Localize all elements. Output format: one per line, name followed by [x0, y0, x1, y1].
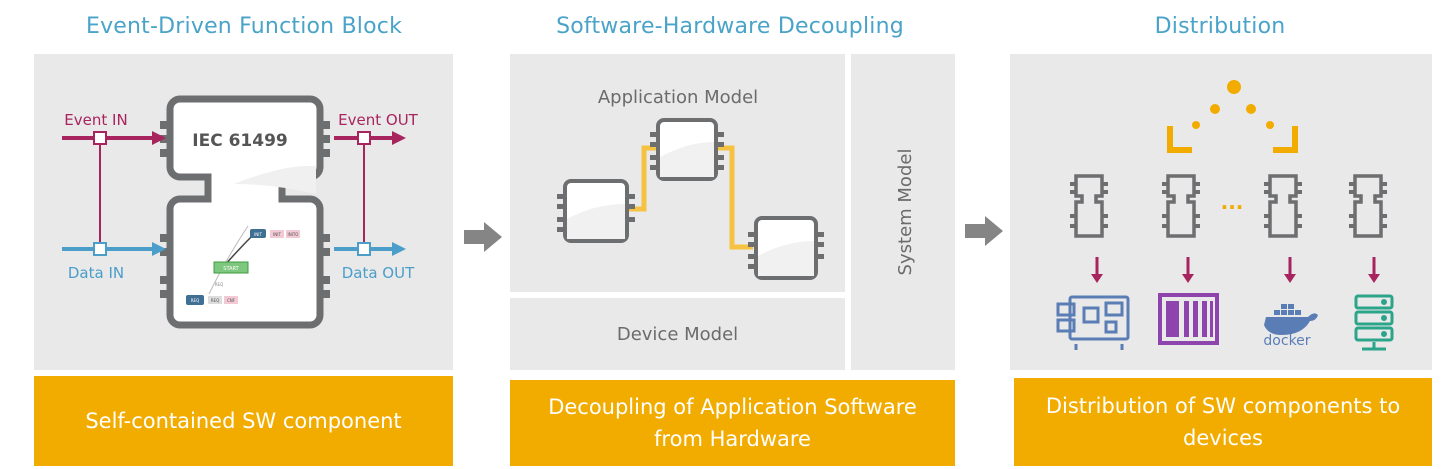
svg-text:START: START [223, 266, 239, 272]
svg-text:REQ: REQ [211, 298, 219, 303]
function-block-panel: IEC 61499 INIT INIT INITO START REQ REQ … [34, 54, 453, 370]
raspberry-board-icon [1056, 295, 1130, 350]
deploy-arrows [1091, 257, 1380, 283]
caption-function-block: Self-contained SW component [34, 376, 453, 466]
distribution-diagram: ... [1056, 80, 1394, 351]
function-block-diagram: IEC 61499 INIT INIT INITO START REQ REQ … [62, 95, 419, 329]
distribution-panel: ... [1010, 54, 1432, 370]
data-out-label: Data OUT [342, 264, 415, 282]
event-out-label: Event OUT [338, 111, 419, 129]
event-in-label: Event IN [64, 111, 127, 129]
docker-whale-icon: docker [1263, 304, 1318, 349]
app-block-1 [557, 179, 635, 243]
application-model-label: Application Model [598, 87, 758, 108]
block-label: IEC 61499 [192, 131, 287, 151]
svg-text:CNF: CNF [227, 298, 236, 303]
application-model-diagram: Application Model [557, 87, 824, 280]
component-blocks [1074, 174, 1383, 238]
flow-arrow-2 [965, 216, 1003, 246]
server-stack-icon [1354, 294, 1394, 351]
ellipsis: ... [1221, 190, 1244, 214]
caption-decoupling-line1: Decoupling of Application Software [548, 395, 917, 419]
caption-function-block-text: Self-contained SW component [85, 409, 402, 433]
caption-decoupling-line2: from Hardware [654, 427, 811, 451]
app-block-2 [650, 118, 724, 181]
section-title-function-block: Event-Driven Function Block [85, 14, 403, 39]
device-model-label: Device Model [616, 323, 739, 345]
app-block-3 [748, 216, 824, 280]
mini-network: INIT INIT INITO START REQ REQ REQ CNF [186, 225, 300, 305]
system-model-label: System Model [895, 149, 916, 276]
caption-distribution-line2: devices [1183, 426, 1263, 450]
device-model-panel: Device Model [510, 298, 845, 370]
application-model-panel: Application Model [510, 54, 845, 292]
system-model-panel: System Model [851, 54, 955, 370]
iec-block-outline [166, 95, 324, 329]
distribution-dots [1192, 80, 1274, 129]
svg-text:INITO: INITO [288, 232, 299, 237]
flow-arrow-1 [464, 222, 502, 252]
caption-decoupling: Decoupling of Application Software from … [510, 380, 955, 466]
docker-label: docker [1263, 333, 1310, 349]
svg-text:INIT: INIT [273, 232, 281, 237]
svg-text:REQ: REQ [191, 298, 199, 303]
caption-distribution: Distribution of SW components to devices [1014, 378, 1432, 466]
section-title-decoupling: Software-Hardware Decoupling [556, 14, 904, 39]
svg-text:INIT: INIT [254, 232, 262, 237]
data-in-label: Data IN [68, 264, 124, 282]
svg-text:REQ: REQ [215, 282, 223, 287]
section-title-distribution: Distribution [1154, 14, 1286, 39]
caption-distribution-line1: Distribution of SW components to [1045, 394, 1401, 418]
plc-rack-icon [1158, 293, 1219, 345]
